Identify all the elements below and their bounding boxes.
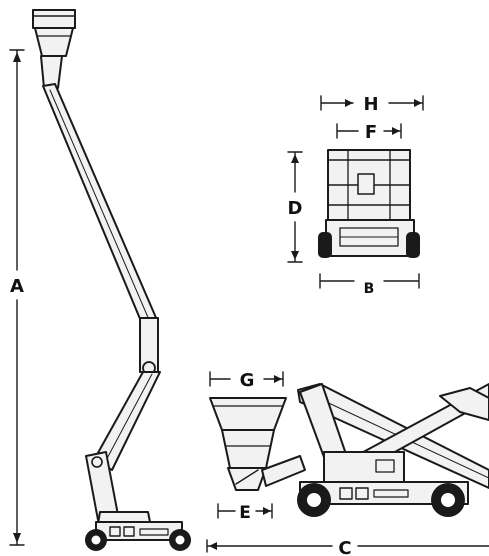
dimension-d-height: D — [287, 151, 303, 263]
stowed-wheel-front — [297, 483, 331, 517]
label-e: E — [239, 503, 251, 523]
boom-elbow-joint — [139, 317, 159, 375]
dimension-e-length: E — [217, 503, 273, 523]
stowed-jib — [261, 455, 306, 487]
dimension-a-height: A — [9, 49, 25, 546]
base-chassis — [95, 511, 183, 541]
chassis-wheel-front — [85, 529, 107, 551]
stowed-platform-basket — [209, 397, 287, 491]
upper-boom — [42, 83, 158, 327]
dimension-g-basket-length: G — [209, 370, 284, 391]
dimension-f-width: F — [336, 122, 402, 143]
lower-boom — [93, 371, 161, 471]
stowed-turntable — [323, 451, 405, 483]
label-d: D — [288, 198, 303, 219]
chassis-wheel-rear — [169, 529, 191, 551]
top-platform-basket — [32, 9, 76, 57]
label-h: H — [363, 94, 378, 115]
label-g: G — [240, 370, 255, 391]
stowed-lift-side-view — [209, 383, 489, 517]
stowed-wheel-rear — [431, 483, 465, 517]
front-view-wheel-left — [318, 232, 332, 258]
front-view-wheel-right — [406, 232, 420, 258]
dimension-b-width: B — [319, 273, 420, 297]
jib-arm — [40, 55, 63, 89]
dimension-h-width: H — [320, 94, 424, 115]
label-a: A — [10, 276, 24, 297]
label-f: F — [365, 122, 377, 143]
dimension-c-length: C — [206, 538, 489, 556]
extended-lift-side-view — [32, 9, 191, 551]
label-c: C — [338, 538, 351, 556]
front-view-lift — [318, 149, 420, 258]
label-b: B — [364, 281, 375, 297]
